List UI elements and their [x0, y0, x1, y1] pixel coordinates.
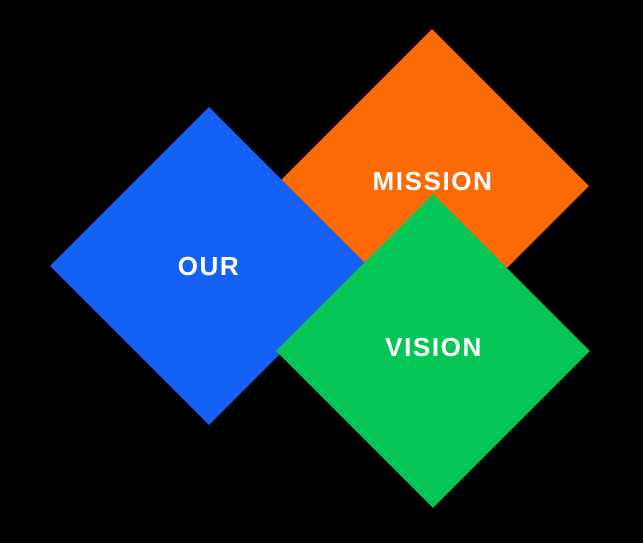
mission-label: MISSION [373, 166, 494, 196]
our-label: OUR [178, 251, 241, 281]
diamond-group-vision[interactable]: VISION [276, 194, 590, 508]
vision-label: VISION [385, 332, 483, 362]
vision-diamond-shape[interactable] [276, 194, 590, 508]
